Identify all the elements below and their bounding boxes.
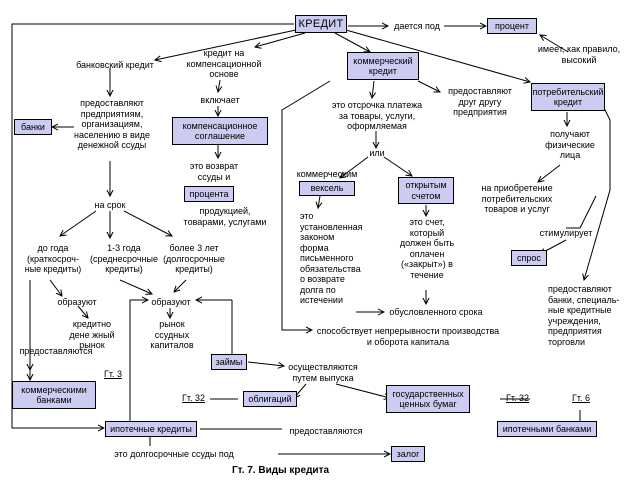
label-predostavlyayut-predpriyatiyam: предоставляют предприятиям, организациям… (73, 98, 151, 150)
label-kommercheskim: коммерческим (296, 169, 358, 179)
label-predostavlyayutsya-bottom: предоставляются (289, 426, 363, 436)
label-na-srok: на срок (94, 200, 126, 210)
ref-g3[interactable]: Гт. 3 (104, 369, 123, 379)
label-stimuliruet: стимулирует (539, 228, 593, 238)
label-eto-schet: это счет, который должен быть оплачен («… (399, 217, 455, 280)
label-obrazuyut-left: образуют (57, 297, 97, 307)
kommercheskimi-bankami-box: коммерческими банками (12, 381, 96, 409)
label-eto-ustanovlennaya: это установленная законом форма письменн… (300, 211, 363, 305)
label-na-priobretenie: на приобретение потребительских товаров … (481, 183, 553, 214)
label-produktsiey: продукцией, товарами, услугами (183, 206, 267, 227)
label-obrazuyut-mid: образуют (151, 297, 191, 307)
label-poluchayut: получают физические лица (545, 129, 595, 160)
label-osushchestvlyayutsya: осуществляются путем выпуска (288, 362, 358, 383)
label-ili: или (369, 148, 385, 158)
protsent-box: процент (487, 18, 537, 34)
label-vklyuchaet: включает (200, 95, 240, 105)
banki-box: банки (14, 119, 52, 135)
kommercheskiy-kredit-box: коммерческий кредит (347, 52, 419, 80)
ipotechnye-kredity-box: ипотечные кредиты (105, 421, 197, 437)
label-bankovskiy-kredit: банковский кредит (76, 60, 154, 70)
label-eto-vozvrat: это возврат ссуды и (189, 161, 239, 182)
label-one-three: 1-3 года (среднесрочные кредиты) (90, 243, 158, 274)
label-eto-dolgosrochnye: это долгосрочные ссуды под (114, 449, 234, 459)
figure-caption: Гт. 7. Виды кредита (232, 465, 330, 476)
spros-box: спрос (511, 250, 547, 266)
label-kredit-na-komp: кредит на компенсационной основе (186, 48, 262, 79)
kredit-box: КРЕДИТ (295, 15, 347, 33)
zaymy-box: займы (211, 354, 247, 370)
ipotechnymi-bankami-box: ипотечными банками (497, 421, 597, 437)
label-predostavlyayut-banki: предоставляют банки, специаль- ные креди… (548, 284, 620, 347)
zalog-box: залог (391, 446, 425, 462)
label-kreditno-denezhnyy: кредитно дене жный рынок (69, 319, 115, 350)
obligatsiy-box: облигаций (243, 391, 297, 407)
gos-bumag-box: государственных ценных бумаг (386, 385, 470, 413)
label-sposobstvuet: способствует непрерывности производства … (316, 326, 500, 347)
label-rynok-ssudnykh: рынок ссудных капиталов (150, 319, 194, 350)
potrebitelskiy-kredit-box: потребительский кредит (531, 83, 605, 111)
otkrytym-schetom-box: открытым счетом (398, 177, 454, 204)
label-imeet-kak-pravilo: имеет, как правило, высокий (537, 44, 621, 65)
label-daetsya-pod: дается под (394, 21, 440, 31)
ref-g32-right[interactable]: Гт. 32 (506, 393, 530, 403)
label-otsrochka: это отсрочка платежа за товары, услуги, … (331, 100, 423, 131)
ref-g6[interactable]: Гт. 6 (572, 393, 591, 403)
label-predostavlyayutsya-top: предоставляются (19, 346, 93, 356)
label-bolee-3: более 3 лет (долгосрочные кредиты) (163, 243, 225, 274)
label-predostavlyayut-drug-drugu: предоставляют друг другу предприятия (448, 86, 512, 117)
label-do-goda: до года (краткосроч- ные кредиты) (24, 243, 82, 274)
kompensatsionnoe-box: компенсационное соглашение (172, 117, 268, 145)
veksel-box: вексель (299, 181, 355, 196)
protsenta-box: процента (184, 186, 234, 202)
label-obuslovlennogo: обусловленного срока (389, 307, 483, 317)
ref-g32-left[interactable]: Гт. 32 (182, 393, 206, 403)
